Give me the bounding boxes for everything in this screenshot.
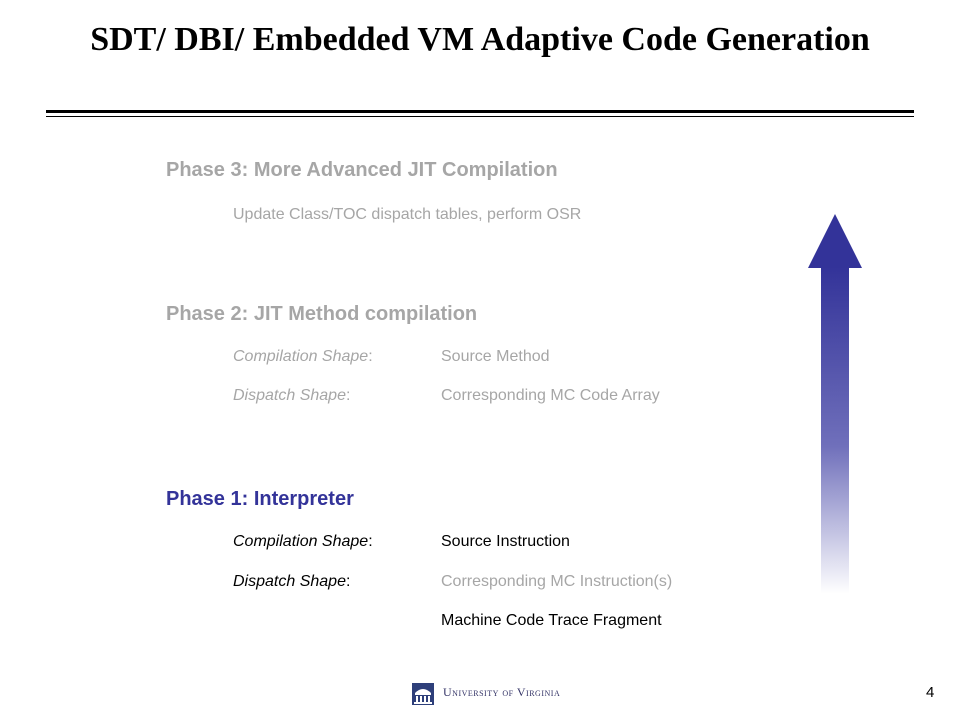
up-arrow-icon [808,214,862,594]
title-divider-thin [46,116,914,117]
phase1-dispatch-value: Corresponding MC Instruction(s) [441,573,673,590]
title-divider-thick [46,110,914,113]
phase1-dispatch-row: Dispatch Shape: [233,573,351,590]
phase2-dispatch-row: Dispatch Shape: [233,387,351,404]
slide-title: SDT/ DBI/ Embedded VM Adaptive Code Gene… [90,21,870,58]
phase2-dispatch-label: Dispatch Shape [233,387,346,404]
phase2-compilation-row: Compilation Shape: [233,348,373,365]
rotunda-logo-icon [412,683,434,705]
phase1-compilation-label: Compilation Shape [233,533,369,550]
footer-institution: University of Virginia [443,685,561,699]
phase2-dispatch-value: Corresponding MC Code Array [441,387,660,404]
phase1-heading: Phase 1: Interpreter [166,488,354,510]
phase2-heading: Phase 2: JIT Method compilation [166,303,478,325]
phase2-compilation-value: Source Method [441,348,550,365]
phase1-extra-value: Machine Code Trace Fragment [441,612,662,629]
page-number: 4 [926,684,935,701]
phase3-heading: Phase 3: More Advanced JIT Compilation [166,159,558,181]
phase3-detail: Update Class/TOC dispatch tables, perfor… [233,206,582,223]
phase1-dispatch-label: Dispatch Shape [233,573,346,590]
phase2-compilation-label: Compilation Shape [233,348,369,365]
phase1-compilation-row: Compilation Shape: [233,533,373,550]
phase1-compilation-value: Source Instruction [441,533,570,550]
